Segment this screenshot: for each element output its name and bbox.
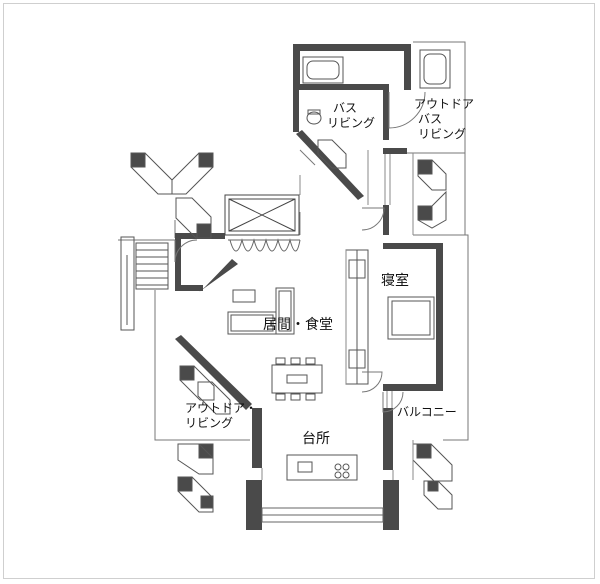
kitchen-island: [286, 454, 358, 481]
label-outdoor-living-2: リビング: [185, 416, 233, 430]
label-outdoor-living: アウトドア・ リビング: [185, 401, 261, 430]
labels: バス リビング アウトドア バス リビング 寝室 居間・食堂 アウトドア・ リビ…: [185, 97, 478, 447]
coffee-table: [232, 289, 256, 303]
bottom-window: [261, 507, 384, 523]
sofa: [227, 287, 295, 335]
glass-strips: [384, 154, 393, 408]
deck-chairs: [130, 139, 453, 513]
doors: [174, 91, 426, 413]
label-outdoor-living-1: アウトドア・: [185, 401, 257, 415]
label-balcony: バルコニー: [397, 405, 457, 419]
toilet-icon: [306, 109, 322, 125]
label-living-dining: 居間・食堂: [263, 316, 333, 333]
dining-table: [271, 357, 323, 401]
label-bedroom: 寝室: [381, 272, 409, 289]
bed: [387, 296, 435, 340]
walls: [175, 44, 443, 530]
label-bath-living-2: リビング: [327, 116, 375, 130]
label-bath-living-1: バス: [333, 101, 357, 115]
curtain: [228, 238, 301, 252]
label-outdoor-bath-living: アウトドア バス リビング: [414, 97, 478, 141]
label-outdoor-bath-living-1: アウトドア: [414, 97, 474, 111]
label-outdoor-bath-living-3: リビング: [418, 127, 466, 141]
inner-lines: [261, 150, 414, 480]
label-bath-living: バス リビング: [327, 101, 375, 130]
label-outdoor-bath-living-2: バス: [418, 112, 442, 126]
bathtub-outdoor: [419, 49, 451, 89]
staircase: [120, 236, 169, 331]
label-kitchen: 台所: [302, 431, 330, 447]
closet: [345, 249, 369, 385]
bathtub-main: [302, 56, 344, 84]
skylight: [224, 194, 300, 236]
